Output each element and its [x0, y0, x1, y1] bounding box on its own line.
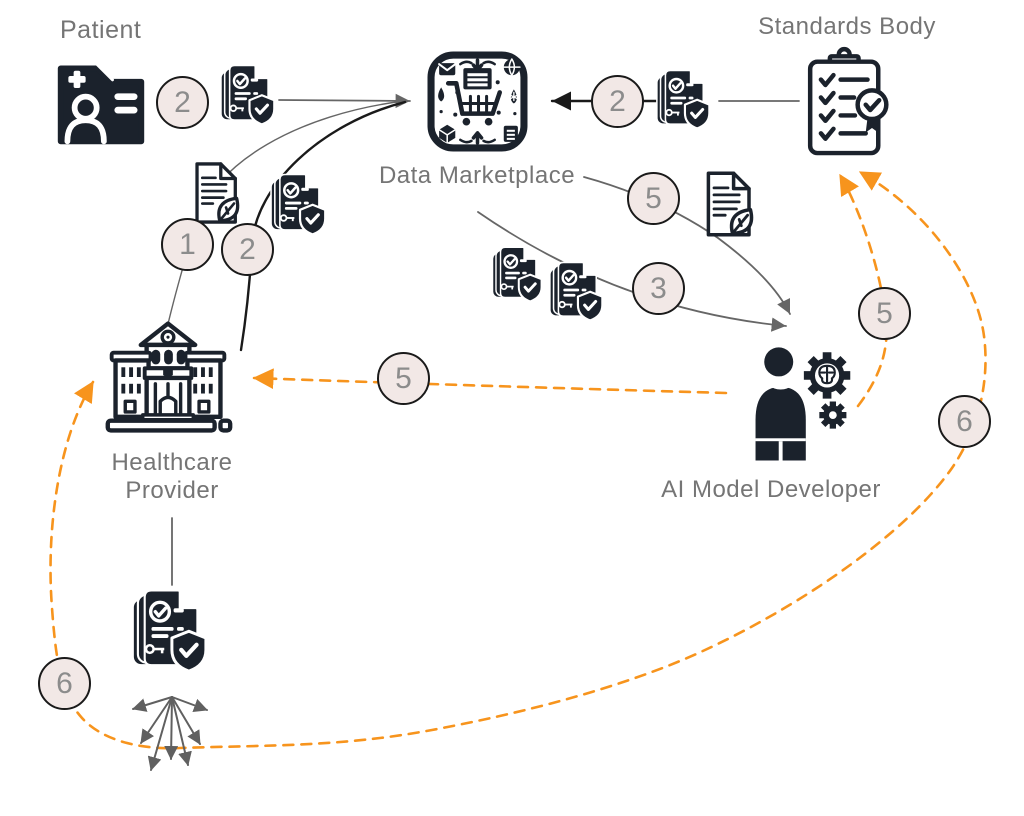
- person-ai-gears-icon: [755, 347, 851, 461]
- step-badge-3: 3: [632, 262, 685, 315]
- small-gear-icon: [819, 401, 847, 429]
- step-badge-provider-2: 2: [221, 223, 274, 276]
- edge-developer-to-provider-5: [252, 368, 728, 395]
- consent-document-icon-patient: [216, 63, 278, 125]
- raw-data-document-icon-left: [189, 160, 242, 226]
- consent-document-icon-provider: [266, 172, 329, 235]
- step-badge-1: 1: [161, 218, 214, 271]
- fan-out-arrows: [132, 696, 208, 771]
- edge-audit-loop-6: [49, 170, 987, 750]
- edge-patient-to-marketplace: [278, 93, 411, 109]
- step-badge-patient-2: 2: [156, 76, 209, 129]
- step-badge-5-mid: 5: [377, 352, 430, 405]
- raw-data-document-icon-right: [700, 169, 756, 239]
- standards-body-label: Standards Body: [758, 13, 936, 40]
- step-badge-5-right: 5: [858, 287, 911, 340]
- step-badge-6-right: 6: [938, 395, 991, 448]
- step-badge-5-top: 5: [627, 172, 680, 225]
- data-marketplace-label: Data Marketplace: [378, 162, 576, 189]
- checklist-clipboard-badge-icon: [807, 46, 889, 156]
- healthcare-provider-label-line2: Provider: [125, 477, 219, 505]
- hospital-building-icon: [105, 321, 233, 433]
- patient-record-icon: [57, 62, 145, 145]
- step-badge-standards-2: 2: [591, 75, 644, 128]
- healthcare-provider-label-line1: Healthcare: [111, 449, 233, 476]
- consent-document-icon-package-2: [545, 260, 606, 321]
- step-badge-6-left: 6: [38, 657, 91, 710]
- consent-document-icon-standards: [652, 68, 713, 129]
- healthcare-provider-label: Healthcare Provider: [102, 449, 242, 506]
- gear-brain-icon: [803, 352, 851, 399]
- ai-model-developer-label: AI Model Developer: [661, 476, 881, 503]
- marketplace-cart-app-icon: [427, 51, 528, 152]
- patient-label: Patient: [60, 16, 142, 44]
- consent-document-icon-package-1: [488, 245, 545, 302]
- edge-marketplace-to-developer-5: [583, 176, 791, 315]
- consent-document-icon-distribution: [126, 587, 211, 672]
